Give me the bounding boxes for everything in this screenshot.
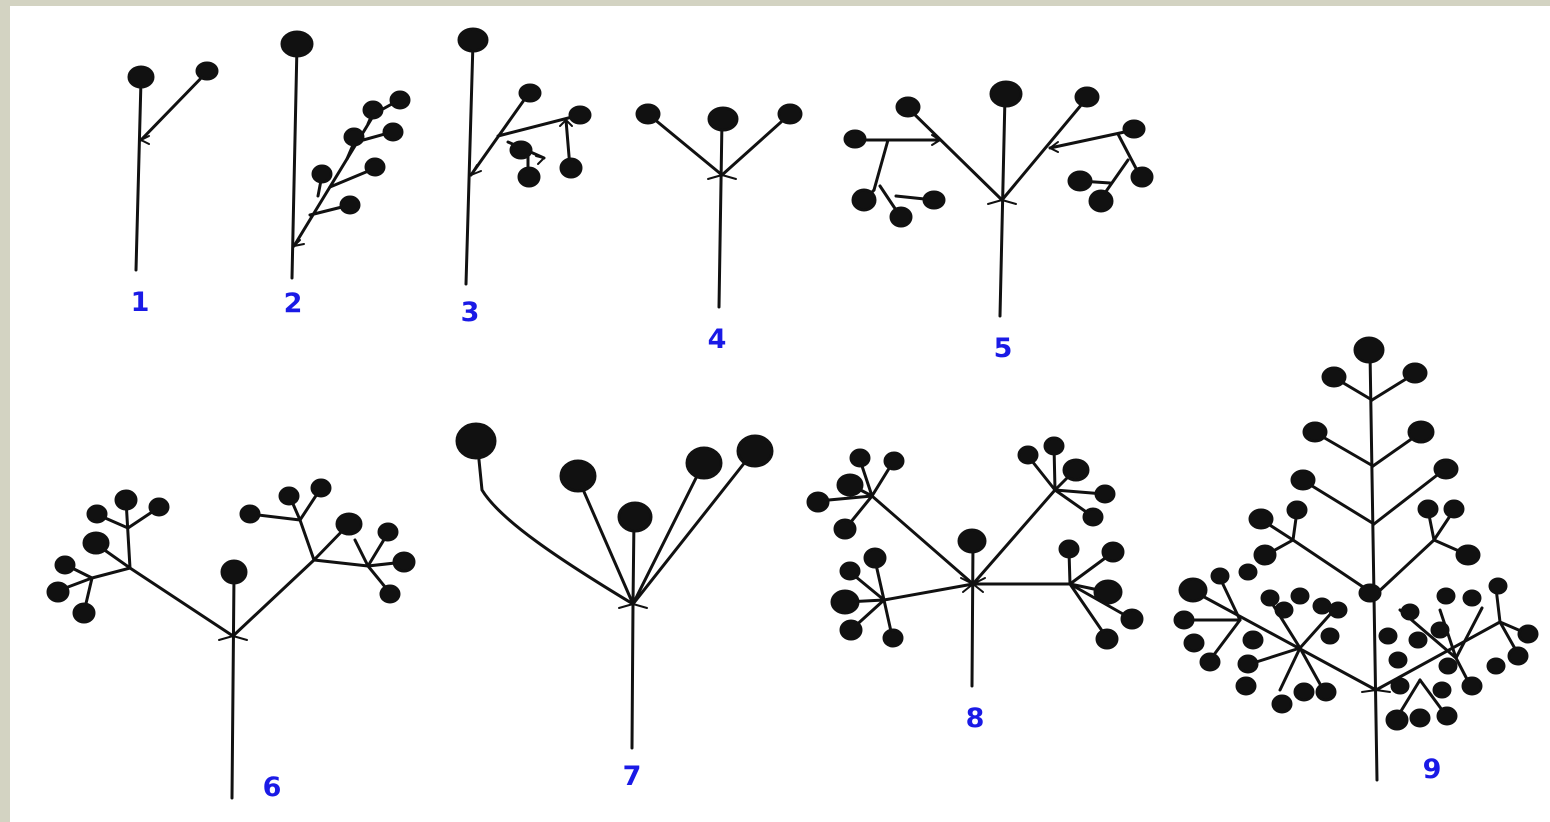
- figure-7: [455, 422, 774, 750]
- figure-1: [127, 61, 219, 272]
- figure-4: [635, 103, 803, 309]
- figure-5-label: 5: [994, 333, 1013, 364]
- figure-4-label: 4: [708, 324, 727, 355]
- figure-9: [1173, 336, 1539, 782]
- inflorescence-diagram: 1 2: [46, 27, 1539, 803]
- figure-1-label: 1: [131, 287, 150, 318]
- figure-6: [46, 478, 416, 800]
- diagram-panel: 1 2: [10, 6, 1550, 822]
- figure-9-label: 9: [1423, 754, 1442, 785]
- figure-6-label: 6: [263, 772, 282, 803]
- figure-3-label: 3: [461, 297, 480, 328]
- figure-3: [457, 27, 592, 286]
- figure-5: [843, 80, 1154, 318]
- figure-8-label: 8: [966, 703, 985, 734]
- figure-2-label: 2: [284, 288, 303, 319]
- figure-8: [806, 436, 1144, 688]
- figure-7-label: 7: [623, 761, 642, 792]
- figure-2: [280, 30, 411, 280]
